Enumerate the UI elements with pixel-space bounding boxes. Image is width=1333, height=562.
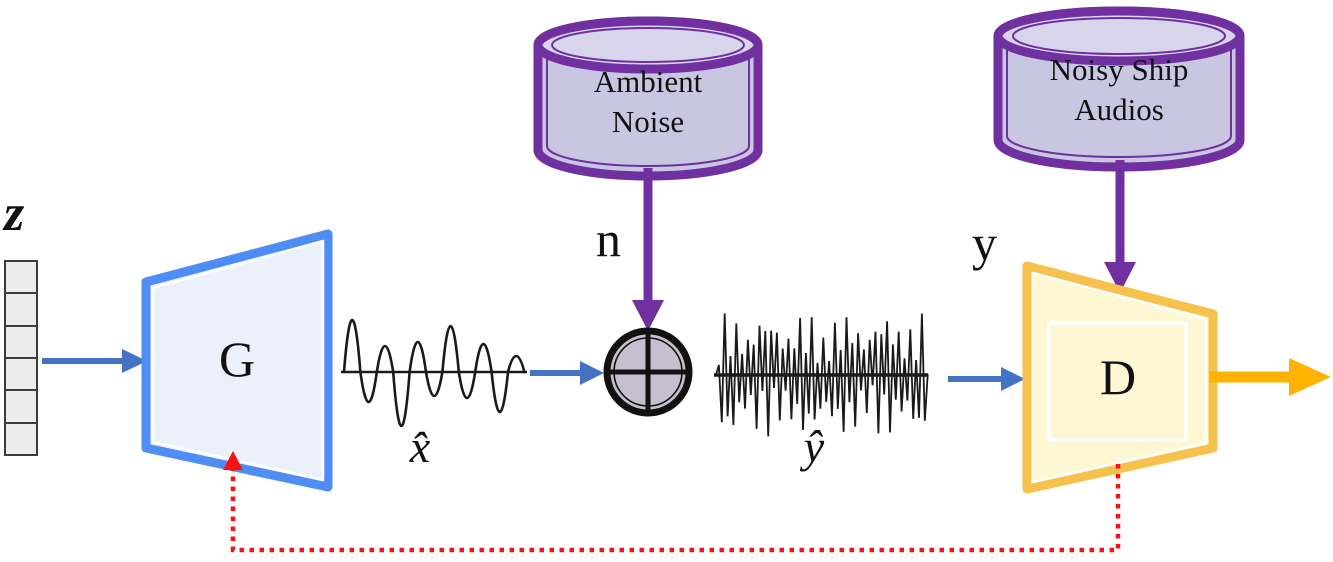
arrow-z-to-generator	[42, 349, 147, 373]
arrow-ambientnoise-to-adder	[632, 168, 664, 331]
discriminator-block	[1022, 261, 1218, 494]
ambient-noise-database-label: Ambient Noise	[593, 64, 703, 140]
feedback-arrow	[223, 451, 1121, 553]
generator-label: G	[218, 331, 256, 387]
noisy-signal-label: ŷ	[803, 421, 825, 472]
adder-icon	[603, 327, 693, 417]
noisy-ship-audios-database-label: Noisy Ship Audios	[1049, 52, 1189, 128]
generated-signal-label: x̂	[409, 421, 431, 472]
noisy-ship-audios-database-icon	[993, 6, 1245, 172]
latent-vector-icon	[4, 260, 38, 456]
latent-vector-label: z	[4, 185, 25, 242]
discriminator-label: D	[1099, 349, 1137, 405]
noisy-waveform-icon	[714, 313, 929, 437]
arrow-yhat-to-discriminator	[948, 367, 1025, 391]
arrow-discriminator-output	[1209, 358, 1331, 396]
real-input-label: y	[972, 215, 997, 271]
ambient-noise-database-icon	[533, 16, 763, 181]
arrow-shipaudios-to-discriminator	[1104, 160, 1136, 293]
noise-input-label: n	[596, 211, 621, 267]
clean-waveform-icon	[341, 319, 527, 427]
generator-block	[141, 229, 333, 492]
arrow-xhat-to-adder	[530, 361, 604, 385]
